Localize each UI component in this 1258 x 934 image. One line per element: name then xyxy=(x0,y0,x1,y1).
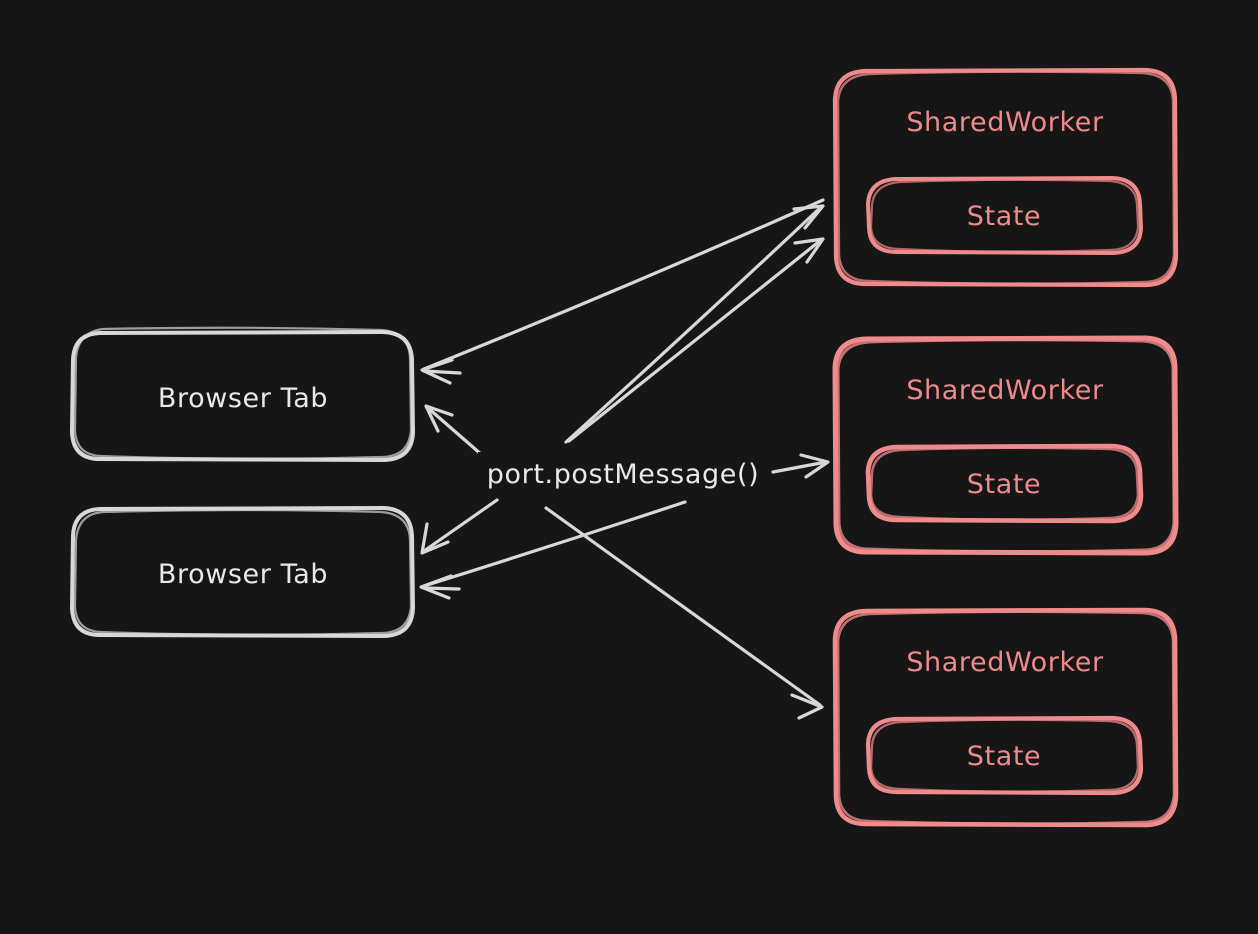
edge-line-hub-worker1-a xyxy=(564,205,823,444)
shared-worker-outline-2 xyxy=(832,335,1179,556)
state-outline-3 xyxy=(865,715,1144,796)
edge-arrowhead-hub-tab2-b xyxy=(419,574,453,600)
edge-line-hub-tab2-a xyxy=(422,498,499,553)
edge-arrowhead-hub-tab2-a xyxy=(420,522,450,555)
edge-hub-to-tab2-a xyxy=(420,498,499,555)
shared-worker-outline-1-b xyxy=(836,70,1176,285)
state-label-1: State xyxy=(967,201,1041,232)
edge-line-hub-worker1-b xyxy=(567,238,823,443)
browser-tab-node-1[interactable]: Browser Tab xyxy=(70,326,415,462)
edge-hub-to-worker1-b xyxy=(567,237,825,443)
edge-hub-to-worker1-a xyxy=(564,204,825,444)
shared-worker-node-3[interactable]: SharedWorker State xyxy=(832,607,1179,828)
shared-worker-node-1[interactable]: SharedWorker State xyxy=(832,67,1179,288)
browser-tab-outline-1-b xyxy=(73,326,413,460)
edge-arrowhead-hub-worker2 xyxy=(799,453,830,479)
edge-label-group: port.postMessage() xyxy=(478,452,770,492)
browser-tab-outline-2-b xyxy=(73,508,413,636)
edge-worker1-to-tab1 xyxy=(420,198,825,385)
edge-hub-to-worker3 xyxy=(544,506,824,720)
shared-worker-node-2[interactable]: SharedWorker State xyxy=(832,335,1179,556)
edge-hub-to-worker2 xyxy=(771,453,830,479)
shared-worker-title-2: SharedWorker xyxy=(906,375,1104,406)
shared-worker-outline-1 xyxy=(832,67,1179,288)
state-outline-2-b xyxy=(869,446,1140,522)
edge-arrowhead-hub-tab1 xyxy=(424,404,454,433)
state-outline-1 xyxy=(866,176,1143,255)
edge-line-hub-tab1 xyxy=(426,406,484,457)
edge-arrowhead-hub-worker3 xyxy=(790,693,824,720)
state-outline-2 xyxy=(865,443,1144,524)
state-label-2: State xyxy=(967,469,1041,500)
browser-tab-label-2: Browser Tab xyxy=(158,559,328,590)
edge-hub-to-tab1 xyxy=(424,404,484,457)
state-outline-3-b xyxy=(869,718,1140,793)
shared-worker-outline-3 xyxy=(832,607,1179,828)
browser-tab-label-1: Browser Tab xyxy=(158,383,328,414)
edge-line-hub-tab2-b xyxy=(422,500,687,588)
edge-line-worker1-tab1 xyxy=(422,198,825,371)
browser-tab-node-2[interactable]: Browser Tab xyxy=(70,506,415,638)
state-label-3: State xyxy=(967,741,1041,772)
shared-worker-outline-3-b xyxy=(836,610,1176,826)
edge-arrowhead-worker1-tab1-tail xyxy=(422,369,462,375)
browser-tab-outline-2 xyxy=(70,506,415,638)
edge-arrowhead-hub-tab2-b-tail xyxy=(422,586,461,591)
edge-line-hub-worker3 xyxy=(544,506,822,707)
state-outline-1-b xyxy=(869,178,1140,253)
shared-worker-title-1: SharedWorker xyxy=(906,107,1104,138)
shared-worker-title-3: SharedWorker xyxy=(906,647,1104,678)
edge-line-hub-worker2 xyxy=(771,460,828,474)
shared-worker-outline-2-b xyxy=(836,338,1176,554)
edge-label-backdrop xyxy=(478,452,770,492)
edge-hub-to-tab2-b xyxy=(419,500,687,600)
edge-arrowhead-worker1-tab1 xyxy=(420,358,454,385)
edge-arrowhead-hub-worker1-b xyxy=(793,237,825,264)
edge-label-post-message: port.postMessage() xyxy=(487,459,759,490)
